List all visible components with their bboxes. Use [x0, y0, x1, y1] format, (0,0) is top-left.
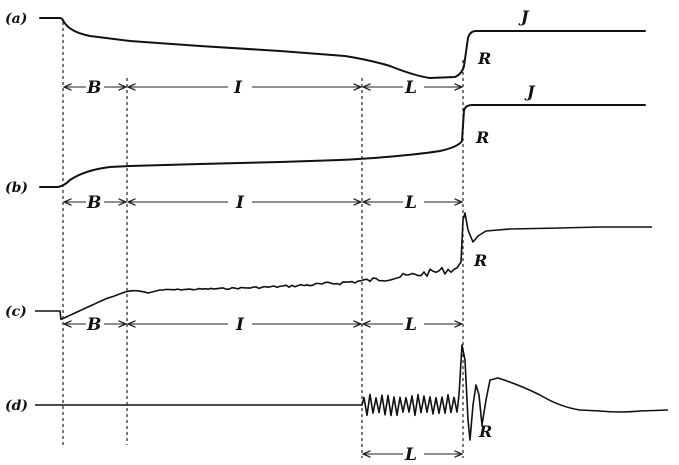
row-c-seg-3: L [404, 315, 417, 335]
trace-b [39, 104, 646, 188]
row-label-b: (b) [5, 180, 28, 196]
row-label-a: (a) [5, 11, 27, 27]
trace-a [39, 17, 646, 79]
row-b-segments: B I L [64, 193, 462, 213]
row-label-c: (c) [5, 304, 27, 320]
row-c-seg-2: I [235, 315, 245, 335]
trace-c [35, 212, 652, 321]
row-b-seg-1: B [86, 193, 101, 213]
row-a-end-label-2: R [477, 49, 491, 68]
row-a-seg-2: I [233, 78, 243, 98]
row-a-seg-1: B [86, 78, 101, 98]
row-d-seg-1: L [404, 445, 417, 465]
row-c-segments: B I L [64, 315, 462, 335]
row-c-end-label-1: R [473, 251, 487, 270]
row-a-end-label-1: J [518, 7, 530, 26]
trace-d [35, 344, 669, 441]
row-b-end-label-1: J [524, 82, 536, 101]
row-d-segments: L [363, 445, 462, 465]
row-label-d: (d) [5, 398, 28, 414]
row-b-seg-2: I [235, 193, 245, 213]
row-c-seg-1: B [86, 315, 101, 335]
row-a-seg-3: L [404, 78, 417, 98]
row-a-segments: B I L [64, 78, 462, 98]
row-b-seg-3: L [404, 193, 417, 213]
row-d-end-label-1: R [478, 422, 492, 441]
row-b-end-label-2: R [475, 128, 489, 147]
